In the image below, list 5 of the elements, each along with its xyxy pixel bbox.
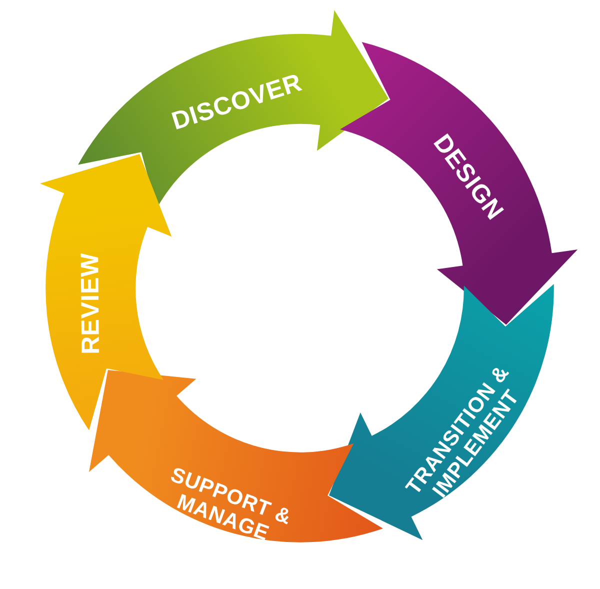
stage-label: REVIEW — [76, 251, 106, 356]
cycle-arrow-segment — [88, 370, 383, 542]
cycle-arrow-segment — [340, 42, 578, 324]
cycle-arrow-segment — [40, 154, 172, 430]
cycle-arrow-segment — [329, 284, 554, 540]
